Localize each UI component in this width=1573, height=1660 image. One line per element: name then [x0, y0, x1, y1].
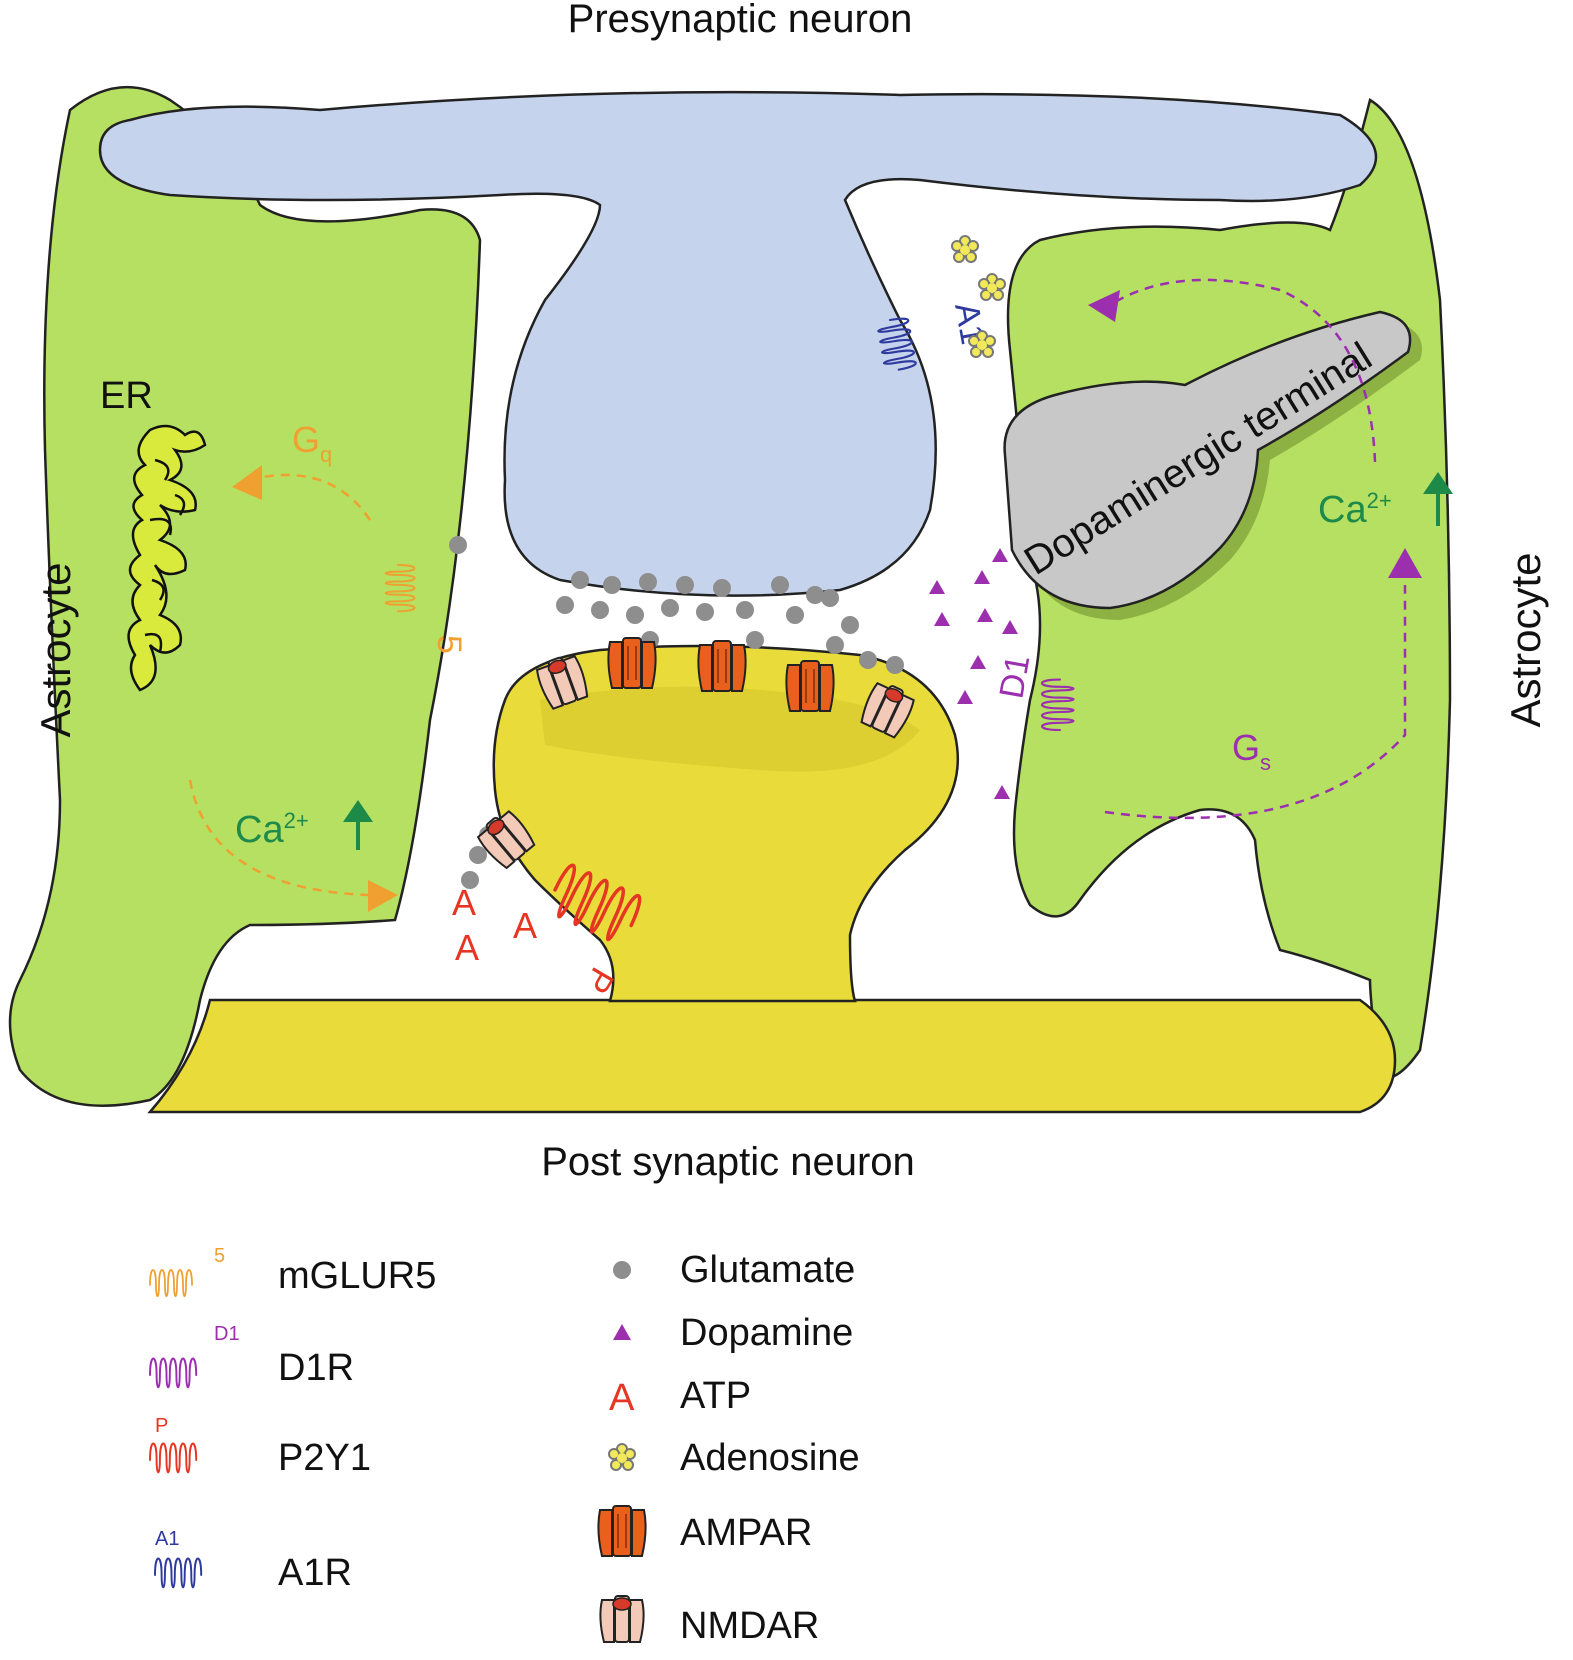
legend-item-glutamate: Glutamate	[613, 1249, 855, 1291]
legend-label: D1R	[278, 1347, 354, 1389]
ca-label-right: Ca2+	[1318, 488, 1392, 531]
d1r-icon	[149, 1357, 198, 1389]
ca-up-arrow-right	[1423, 472, 1453, 526]
ca-signal-arrowhead-right	[1088, 290, 1120, 322]
legend-tag: D1	[214, 1323, 240, 1345]
gq-arrowhead	[232, 465, 262, 500]
ca-label-left: Ca2+	[235, 808, 309, 851]
atp-mark: A	[455, 927, 479, 968]
presynaptic-label: Presynaptic neuron	[568, 0, 913, 41]
dopaminergic-terminal	[1003, 310, 1412, 610]
left-astrocyte	[8, 85, 482, 1107]
legend-label: Adenosine	[680, 1437, 860, 1479]
ca-release-arrowhead	[368, 880, 398, 912]
legend-item-adenosine: Adenosine	[608, 1437, 860, 1479]
d1r-tag: D1	[992, 652, 1037, 701]
legend-label: NMDAR	[680, 1605, 819, 1647]
atp-mark: A	[452, 882, 476, 923]
postsynaptic-label: Post synaptic neuron	[541, 1140, 915, 1184]
a1r-icon	[154, 1557, 203, 1589]
ca-signal-arrow-right	[1114, 278, 1377, 463]
legend-label: A1R	[278, 1552, 352, 1594]
legend-label: Glutamate	[680, 1249, 855, 1291]
legend-tag: A1	[155, 1528, 179, 1550]
legend-item-dopamine: Dopamine	[613, 1312, 853, 1354]
legend-item-d1r: D1 D1R	[149, 1323, 354, 1389]
atp-mark: A	[513, 905, 537, 946]
astrocyte-right-label: Astrocyte	[1502, 552, 1549, 727]
gs-arrowhead	[1388, 548, 1422, 578]
legend-item-atp: A ATP	[609, 1375, 751, 1419]
er-label: ER	[100, 375, 153, 417]
legend-item-ampar: AMPAR	[597, 1505, 812, 1557]
presynaptic-terminal	[98, 90, 1378, 597]
dopamine-icon	[613, 1324, 631, 1340]
ca-release-arrow	[188, 779, 371, 897]
ampar-receptor	[607, 637, 657, 689]
ca-up-arrow-left	[343, 800, 373, 850]
legend-label: mGLUR5	[278, 1255, 436, 1297]
postsynaptic-dendrite	[147, 998, 1397, 1114]
p2y1-icon	[149, 1442, 198, 1474]
ampar-icon	[597, 1505, 647, 1557]
legend-label: P2Y1	[278, 1437, 371, 1479]
legend-tag: P	[155, 1415, 168, 1437]
mglur5-icon	[149, 1269, 193, 1298]
gs-label: Gs	[1232, 727, 1271, 775]
legend: 5 mGLUR5 D1 D1R P P2Y1 A1 A1R Glutamate …	[149, 1245, 860, 1647]
nmdar-icon	[599, 1595, 645, 1643]
gs-pathway-arrow	[1104, 585, 1407, 820]
legend-item-nmdar: NMDAR	[599, 1595, 819, 1647]
ampar-receptor	[697, 640, 747, 692]
dopamine-molecules	[929, 548, 1018, 799]
glutamate-icon	[613, 1261, 631, 1279]
legend-item-mglur5: 5 mGLUR5	[149, 1245, 436, 1298]
gq-pathway-arrow	[247, 473, 372, 521]
ampar-receptor	[785, 660, 835, 712]
astrocyte-left-label: Astrocyte	[32, 562, 79, 737]
legend-label: ATP	[680, 1375, 751, 1417]
glutamate-cluster	[449, 536, 904, 889]
gq-label: Gq	[292, 419, 332, 467]
legend-tag: 5	[214, 1245, 225, 1267]
atp-icon: A	[609, 1377, 635, 1419]
er-icon	[127, 424, 207, 692]
adenosine-icon	[608, 1443, 636, 1471]
legend-item-a1r: A1 A1R	[154, 1528, 352, 1594]
mglur5-tag: 5	[430, 635, 468, 654]
legend-label: AMPAR	[680, 1512, 812, 1554]
legend-label: Dopamine	[680, 1312, 853, 1354]
legend-item-p2y1: P P2Y1	[149, 1415, 371, 1479]
